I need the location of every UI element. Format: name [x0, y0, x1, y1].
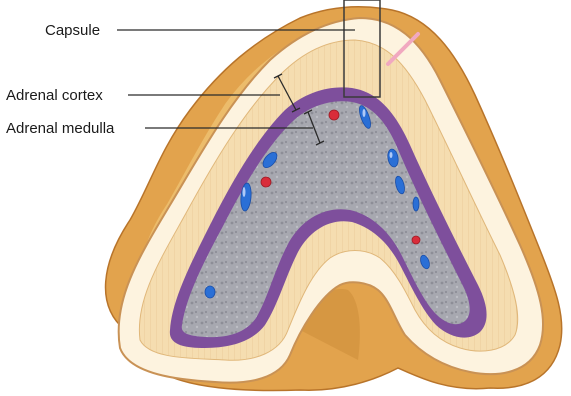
label-adrenal-medulla: Adrenal medulla — [6, 121, 114, 136]
label-capsule: Capsule — [45, 23, 100, 38]
label-adrenal-cortex: Adrenal cortex — [6, 88, 103, 103]
